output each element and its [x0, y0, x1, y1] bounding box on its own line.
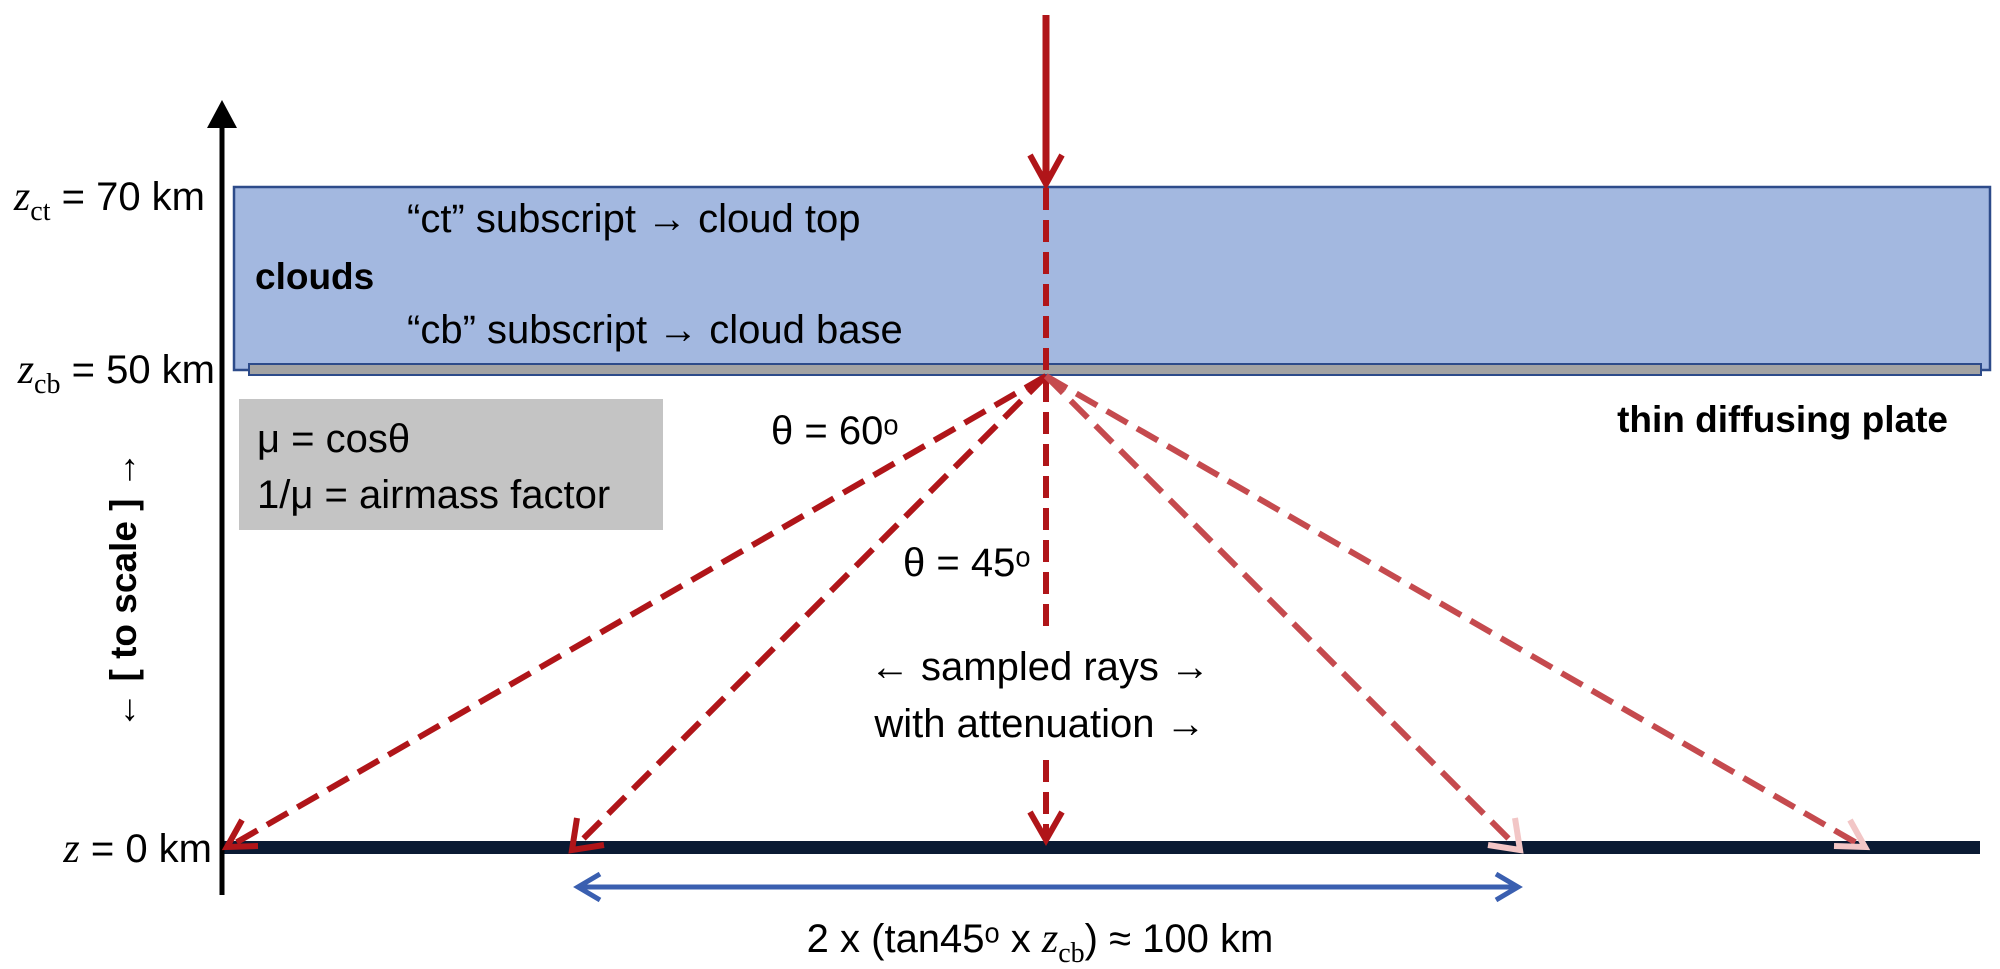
theta-45-label: θ = 45ᵒ	[903, 541, 1030, 585]
z-base-label: zcb = 50 km	[17, 347, 215, 400]
z-top-label: zct = 70 km	[13, 174, 205, 227]
legend-line-1: μ = cosθ	[257, 417, 410, 461]
span-arrow-left-head-icon	[573, 871, 602, 903]
plate-label: thin diffusing plate	[1617, 399, 1948, 440]
ray-left-45-arrowhead-icon	[568, 817, 605, 854]
ray-left-45	[574, 373, 1049, 848]
theta-60-label: θ = 60ᵒ	[771, 409, 898, 453]
ray-right-60	[1044, 373, 1862, 848]
ray-left-60-arrowhead-icon	[221, 818, 259, 851]
cloud-top-note: “ct” subscript → cloud top	[407, 197, 861, 241]
vertical-ray-arrowhead-icon	[1027, 810, 1065, 847]
ray-right-45-arrowhead-icon	[1487, 817, 1524, 854]
cloud-base-note: “cb” subscript → cloud base	[407, 308, 903, 352]
ground-line	[224, 841, 1980, 854]
ray-right-45	[1043, 373, 1518, 848]
diffusing-plate	[248, 363, 1982, 376]
span-arrow-right-head-icon	[1494, 871, 1523, 903]
scale-note: ← [ to scale ] →	[103, 451, 144, 729]
cloud-layer	[232, 185, 1992, 372]
ray-right-60-arrowhead-icon	[1833, 818, 1871, 851]
altitude-axis-arrowhead-icon	[207, 100, 237, 128]
incoming-ray-arrowhead-icon	[1027, 153, 1065, 191]
rays-note-1: ← sampled rays →	[870, 645, 1210, 689]
legend-line-2: 1/μ = airmass factor	[257, 473, 610, 517]
ray-left-60	[230, 373, 1048, 848]
legend-box	[239, 399, 663, 530]
span-label: 2 x (tan45ᵒ x zcb) ≈ 100 km	[807, 916, 1274, 969]
clouds-label: clouds	[255, 256, 374, 297]
z-ground-label: z = 0 km	[62, 826, 212, 872]
rays-note-2: with attenuation →	[873, 702, 1205, 746]
